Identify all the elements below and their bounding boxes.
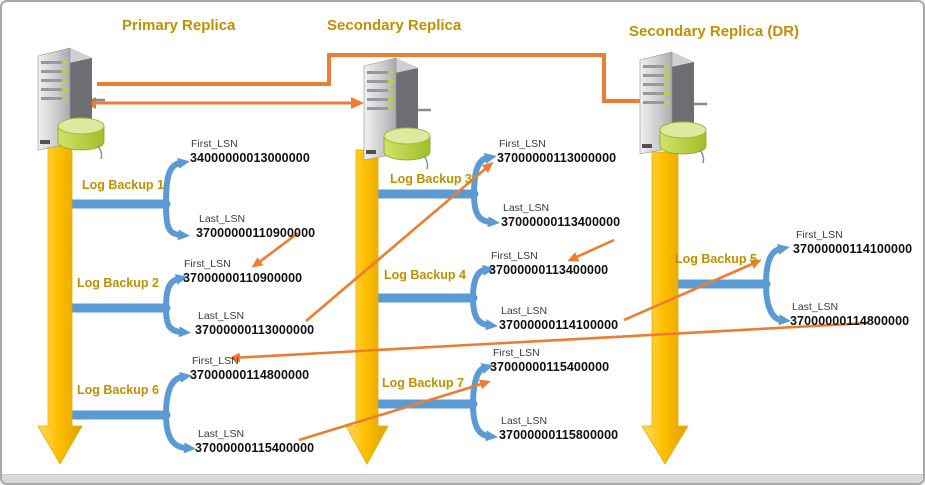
log-backup-6-label: Log Backup 6 <box>77 383 159 397</box>
log-backup-3-label: Log Backup 3 <box>390 172 472 186</box>
log-backup-4-label: Log Backup 4 <box>384 268 466 282</box>
lb2-last-lsn-value: 37000000113000000 <box>195 323 315 337</box>
secondary-replica-dr-title: Secondary Replica (DR) <box>629 23 800 40</box>
bottom-border-strip <box>2 474 923 483</box>
log-backup-7-label: Log Backup 7 <box>382 376 464 390</box>
secondary-replica-title: Secondary Replica <box>327 17 462 34</box>
lb5-first-lsn-value: 37000000114100000 <box>793 242 913 256</box>
log-backup-2-label: Log Backup 2 <box>77 276 159 290</box>
chain-arrow-lb5-to-lb6 <box>229 321 869 363</box>
primary-to-dr-line <box>97 53 643 103</box>
timeline-arrow-primary <box>37 144 83 465</box>
timeline-arrows <box>37 144 689 465</box>
lb7-last-lsn-label: Last_LSN <box>501 415 548 427</box>
lb3-last-lsn-label: Last_LSN <box>503 202 550 214</box>
lsn-chain-arrows <box>229 162 869 442</box>
lb2-first-lsn-label: First_LSN <box>184 258 231 270</box>
timeline-arrow-secondary <box>345 149 389 465</box>
lb6-last-lsn-value: 37000000115400000 <box>195 441 315 455</box>
lb2-first-lsn-value: 37000000110900000 <box>183 271 303 285</box>
chain-arrow-lb6-to-lb7 <box>298 379 491 442</box>
lb2-last-lsn-label: Last_LSN <box>198 310 245 322</box>
lb6-first-lsn-label: First_LSN <box>192 355 239 367</box>
lb5-last-lsn-label: Last_LSN <box>792 301 839 313</box>
lb7-last-lsn-value: 37000000115800000 <box>499 428 619 442</box>
lb3-last-lsn-value: 37000000113400000 <box>501 215 621 229</box>
lb1-last-lsn-label: Last_LSN <box>199 213 246 225</box>
lb1-first-lsn-value: 34000000013000000 <box>190 151 310 165</box>
chain-arrow-lb2-to-lb3 <box>305 162 494 322</box>
lb4-last-lsn-value: 37000000114100000 <box>499 318 619 332</box>
chain-arrow-lb3-to-lb4 <box>567 238 615 262</box>
lb3-first-lsn-label: First_LSN <box>499 138 546 150</box>
lb1-first-lsn-label: First_LSN <box>191 138 238 150</box>
lb1-last-lsn-value: 37000000110900000 <box>196 226 316 240</box>
lb6-first-lsn-value: 37000000114800000 <box>190 368 310 382</box>
lb3-first-lsn-value: 37000000113000000 <box>497 151 617 165</box>
lb7-first-lsn-value: 37000000115400000 <box>490 360 610 374</box>
replication-lines <box>83 53 643 109</box>
lb6-last-lsn-label: Last_LSN <box>198 428 245 440</box>
server-icon-dr <box>638 50 709 165</box>
log-backup-1-label: Log Backup 1 <box>82 178 164 192</box>
lb4-first-lsn-label: First_LSN <box>491 250 538 262</box>
lb5-last-lsn-value: 37000000114800000 <box>790 314 910 328</box>
lb4-last-lsn-label: Last_LSN <box>501 305 548 317</box>
chain-arrow-lb4-to-lb5 <box>623 259 762 322</box>
chain-arrow-lb1-to-lb2 <box>251 231 299 268</box>
log-backup-5-label: Log Backup 5 <box>675 252 757 266</box>
timeline-arrow-dr <box>641 151 689 465</box>
server-icon-secondary <box>362 56 433 171</box>
log-backup-connectors <box>57 153 791 454</box>
lb5-first-lsn-label: First_LSN <box>796 229 843 241</box>
lb7-first-lsn-label: First_LSN <box>493 347 540 359</box>
lb4-first-lsn-value: 37000000113400000 <box>489 263 609 277</box>
primary-replica-title: Primary Replica <box>122 17 236 34</box>
